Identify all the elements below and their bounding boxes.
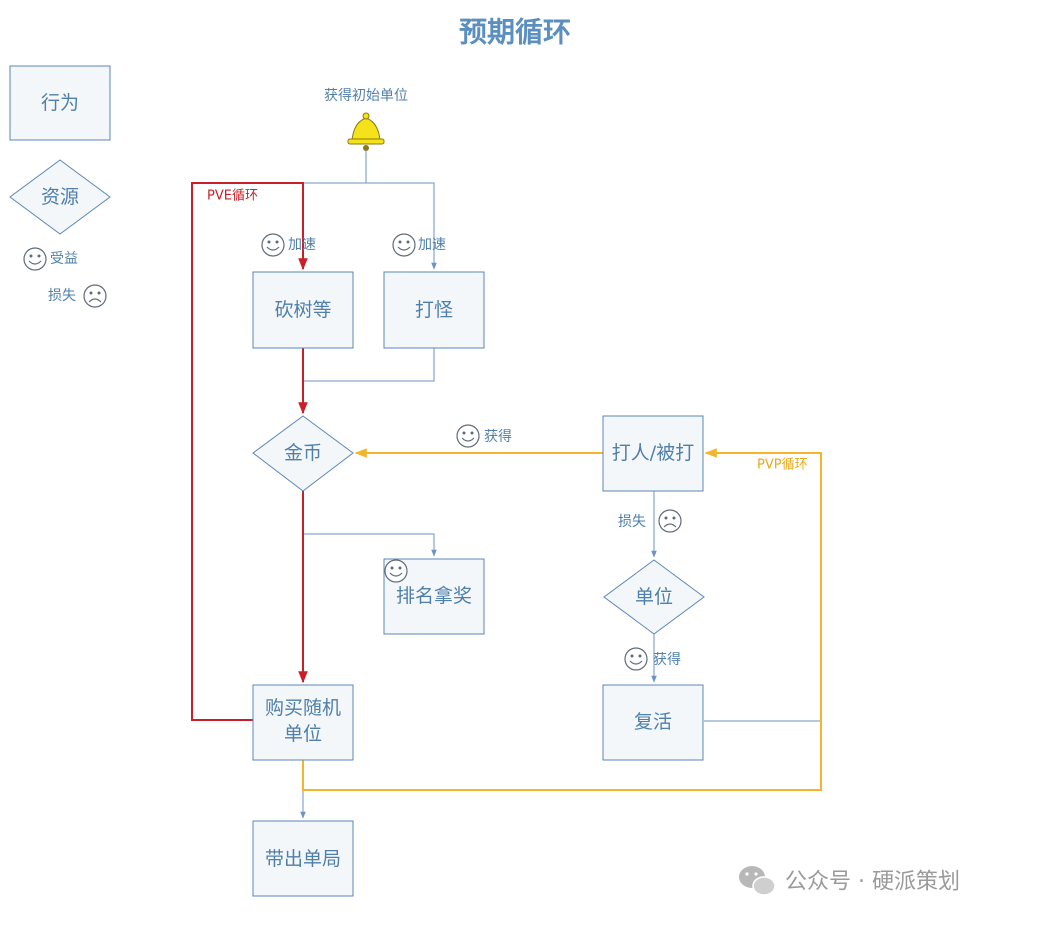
diagram-title: 预期循环 <box>459 16 571 49</box>
chop-trees-label: 砍树等 <box>274 299 331 321</box>
attack-box <box>602 415 704 492</box>
watermark-text: 公众号 · 硬派策划 <box>785 870 960 895</box>
carry-out-box <box>252 820 354 897</box>
bell-icon <box>347 112 385 151</box>
gold-diamond <box>252 415 354 492</box>
blue-connectors <box>300 150 821 819</box>
pvp-loop-path <box>302 448 822 791</box>
gain-gold-label: 获得 <box>484 428 512 445</box>
chop-trees-box <box>252 271 354 349</box>
legend-action-label: 行为 <box>41 92 79 114</box>
frown-icon <box>658 509 682 533</box>
revive-box <box>602 684 704 761</box>
pvp-loop-label: PVP循环 <box>757 458 808 473</box>
gold-label: 金币 <box>284 442 322 464</box>
legend: 行为 资源 受益 损失 <box>9 65 111 308</box>
legend-action-box <box>9 65 111 141</box>
unit-label: 单位 <box>635 586 673 608</box>
attack-label: 打人/被打 <box>612 442 694 464</box>
loss-unit-label: 损失 <box>618 514 646 530</box>
legend-benefit-label: 受益 <box>50 251 78 267</box>
legend-resource-diamond <box>9 159 111 235</box>
smiley-icon <box>23 247 47 271</box>
ranking-label: 排名拿奖 <box>396 584 472 607</box>
frown-icon <box>83 284 107 308</box>
pve-loop-path <box>191 182 308 721</box>
buy-random-unit-box <box>252 684 354 761</box>
legend-resource-label: 资源 <box>41 186 79 208</box>
pve-loop-label: PVE循环 <box>207 189 258 204</box>
speedup-label-chop: 加速 <box>288 237 316 253</box>
smiley-icon <box>261 233 285 257</box>
start-label: 获得初始单位 <box>324 87 408 104</box>
smiley-icon <box>624 647 648 671</box>
legend-loss-label: 损失 <box>48 288 76 304</box>
buy-random-unit-label-2: 单位 <box>284 723 322 745</box>
carry-out-label: 带出单局 <box>265 848 341 870</box>
fight-monsters-box <box>383 271 485 349</box>
smiley-icon <box>392 233 416 257</box>
smiley-icon <box>456 424 480 448</box>
unit-diamond <box>603 559 705 635</box>
revive-label: 复活 <box>634 711 672 733</box>
fight-monsters-label: 打怪 <box>415 299 453 321</box>
speedup-label-fight: 加速 <box>418 237 446 253</box>
smiley-icon <box>384 559 408 583</box>
buy-random-unit-label-1: 购买随机 <box>265 697 341 719</box>
gain-unit-label: 获得 <box>653 651 681 668</box>
wechat-icon <box>739 866 776 896</box>
